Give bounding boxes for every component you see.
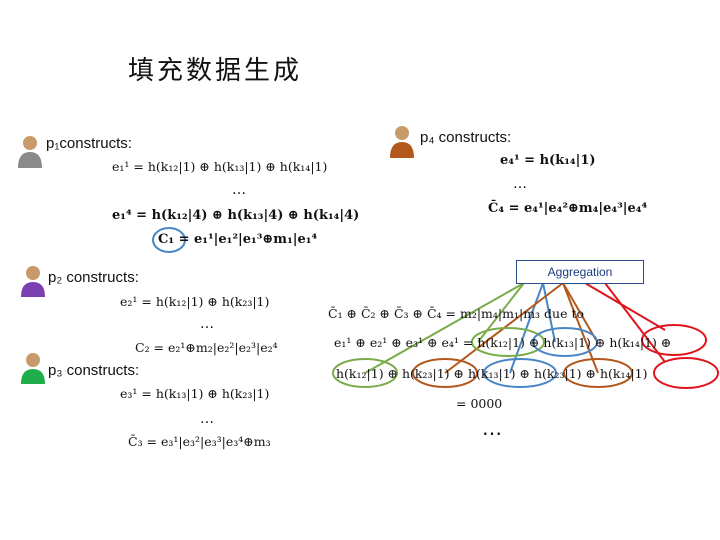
green-ellipse-1: [471, 327, 545, 357]
p4-eq1: e₄¹ = h(k₁₄|1): [500, 153, 596, 168]
aggregation-line1: C̄₁ ⊕ C̄₂ ⊕ C̄₃ ⊕ C̄₄ = m₂|m₄|m₁|m₃ due …: [328, 306, 585, 321]
blue-link-1: [542, 282, 556, 343]
p1-eq1: e₁¹ = h(k₁₂|1) ⊕ h(k₁₃|1) ⊕ h(k₁₄|1): [112, 159, 328, 174]
person-brown-icon: [390, 126, 414, 158]
blue-ellipse-1: [532, 327, 598, 357]
brown-link-3: [562, 282, 599, 374]
p1-eq3: C₁ = e₁¹|e₁²|e₁³⊕m₁|e₁⁴: [158, 232, 318, 247]
brown-link-1: [562, 282, 597, 341]
c1-highlight-ellipse: [152, 227, 186, 253]
person-green-icon: [21, 353, 45, 384]
p1-header: p₁constructs:: [46, 135, 132, 152]
p3-eq1: e₃¹ = h(k₁₃|1) ⊕ h(k₂₃|1): [120, 386, 270, 401]
aggregation-line3: h(k₁₂|1) ⊕ h(k₂₃|1) ⊕ h(k₁₃|1) ⊕ h(k₂₃|1…: [336, 366, 648, 381]
page-title: 填充数据生成: [128, 56, 303, 86]
green-link-1: [477, 282, 525, 343]
p1-dots: …: [232, 182, 246, 198]
p3-eq2: C̄₃ = e₃¹|e₃²|e₃³|e₃⁴⊕m₃: [128, 434, 271, 449]
p2-dots: …: [200, 316, 214, 332]
p4-eq2: C̄₄ = e₄¹|e₄²⊕m₄|e₄³|e₄⁴: [488, 201, 648, 216]
red-link-1: [584, 282, 666, 331]
p1-eq2: e₁⁴ = h(k₁₂|4) ⊕ h(k₁₃|4) ⊕ h(k₁₄|4): [112, 208, 360, 223]
red-link-2: [604, 282, 666, 363]
aggregation-line2: e₁¹ ⊕ e₂¹ ⊕ e₃¹ ⊕ e₄¹ = h(k₁₂|1) ⊕ h(k₁₃…: [334, 335, 672, 350]
p2-eq1: e₂¹ = h(k₁₂|1) ⊕ h(k₂₃|1): [120, 294, 270, 309]
blue-ellipse-2: [483, 358, 557, 388]
p2-header: p₂ constructs:: [48, 269, 139, 286]
p3-header: p₃ constructs:: [48, 362, 140, 379]
p3-dots: …: [200, 411, 214, 427]
p4-header: p₄ constructs:: [420, 129, 512, 146]
blue-link-2: [509, 282, 544, 374]
person-gray-icon: [18, 136, 42, 168]
brown-ellipse-1: [412, 358, 478, 388]
green-link-2: [364, 282, 525, 374]
person-purple-icon: [21, 266, 45, 297]
aggregation-box: Aggregation: [516, 260, 644, 284]
aggregation-dots: …: [482, 416, 502, 440]
red-ellipse-2: [653, 357, 719, 389]
brown-ellipse-2: [563, 358, 633, 388]
green-ellipse-2: [332, 358, 398, 388]
p2-eq2: C₂ = e₂¹⊕m₂|e₂²|e₂³|e₂⁴: [135, 340, 278, 355]
p4-dots: …: [513, 176, 527, 192]
red-ellipse-1: [641, 324, 707, 356]
aggregation-result: = 0000: [456, 396, 503, 411]
